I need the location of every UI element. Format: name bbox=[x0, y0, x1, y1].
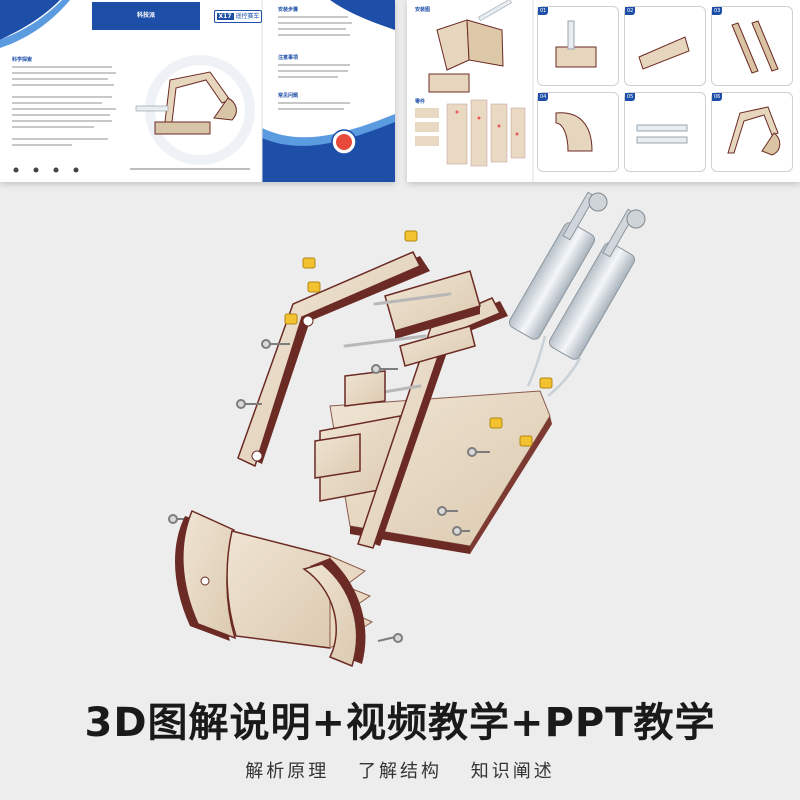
step-illustration bbox=[636, 124, 688, 144]
step-illustration bbox=[731, 20, 779, 74]
step-number: 02 bbox=[625, 7, 636, 15]
manual-exploded-thumbnail bbox=[428, 0, 512, 93]
linkage-block bbox=[384, 270, 481, 367]
exploded-arm-illustration bbox=[168, 191, 646, 668]
manual-badge-label: 科学实验 bbox=[335, 155, 351, 160]
screws bbox=[168, 339, 490, 643]
manual-section-install: 安装步骤 bbox=[278, 7, 299, 13]
step-illustration bbox=[638, 36, 690, 70]
syringe-right bbox=[548, 208, 646, 360]
step-box: 03 bbox=[711, 6, 793, 86]
manual-section-principle: 科学探索 bbox=[12, 57, 33, 63]
manual-left-artwork bbox=[0, 0, 395, 182]
step-illustration bbox=[555, 112, 593, 152]
manual-page-right: 安装图 零件 01 02 03 04 05 06 bbox=[407, 0, 800, 182]
left-boom-arm bbox=[237, 251, 430, 468]
slotted-piece-lower bbox=[314, 433, 361, 479]
manual-title-pill: X17 遥控赛车 bbox=[214, 10, 262, 23]
manual-section-notice: 注意事项 bbox=[278, 55, 299, 61]
bucket bbox=[174, 510, 374, 668]
tubes bbox=[526, 335, 582, 397]
manual-page-left: 科技派 X17 遥控赛车 科学探索 安装步骤 注意事项 常见问题 科学实验 bbox=[0, 0, 395, 182]
step-number: 01 bbox=[538, 7, 549, 15]
manual-brand: 科技派 bbox=[136, 12, 155, 19]
manual-section-diagram: 安装图 bbox=[415, 7, 431, 13]
manual-preview-row: 科技派 X17 遥控赛车 科学探索 安装步骤 注意事项 常见问题 科学实验 bbox=[0, 0, 800, 186]
manual-section-faq: 常见问题 bbox=[278, 93, 299, 99]
manual-section-parts: 零件 bbox=[415, 99, 426, 105]
step-number: 06 bbox=[712, 93, 723, 101]
step-box: 02 bbox=[624, 6, 706, 86]
step-number: 05 bbox=[625, 93, 636, 101]
subline-item-knowledge: 知识阐述 bbox=[470, 761, 555, 782]
subline-item-structure: 了解结构 bbox=[358, 761, 442, 782]
yellow-nuts bbox=[284, 230, 553, 447]
step-box: 05 bbox=[624, 92, 706, 172]
step-number: 04 bbox=[538, 93, 549, 101]
step-box: 01 bbox=[537, 6, 619, 86]
manual-parts-thumbnail bbox=[415, 99, 526, 167]
manual-title-code: X17 bbox=[216, 13, 234, 20]
slotted-piece-upper bbox=[344, 370, 386, 407]
manual-right-artwork bbox=[415, 0, 534, 182]
syringe-left bbox=[508, 191, 608, 340]
manual-arm-thumbnail bbox=[135, 71, 237, 135]
step-number: 03 bbox=[712, 7, 723, 15]
step-box: 06 bbox=[711, 92, 793, 172]
step-illustration bbox=[727, 106, 781, 156]
step-box: 04 bbox=[537, 92, 619, 172]
subline: 解析原理 了解结构 知识阐述 bbox=[0, 757, 800, 783]
step-illustration bbox=[555, 20, 597, 68]
subline-item-principle: 解析原理 bbox=[245, 761, 330, 782]
manual-title-text: 遥控赛车 bbox=[235, 13, 260, 20]
headline: 3D图解说明+视频教学+PPT教学 bbox=[84, 700, 716, 746]
